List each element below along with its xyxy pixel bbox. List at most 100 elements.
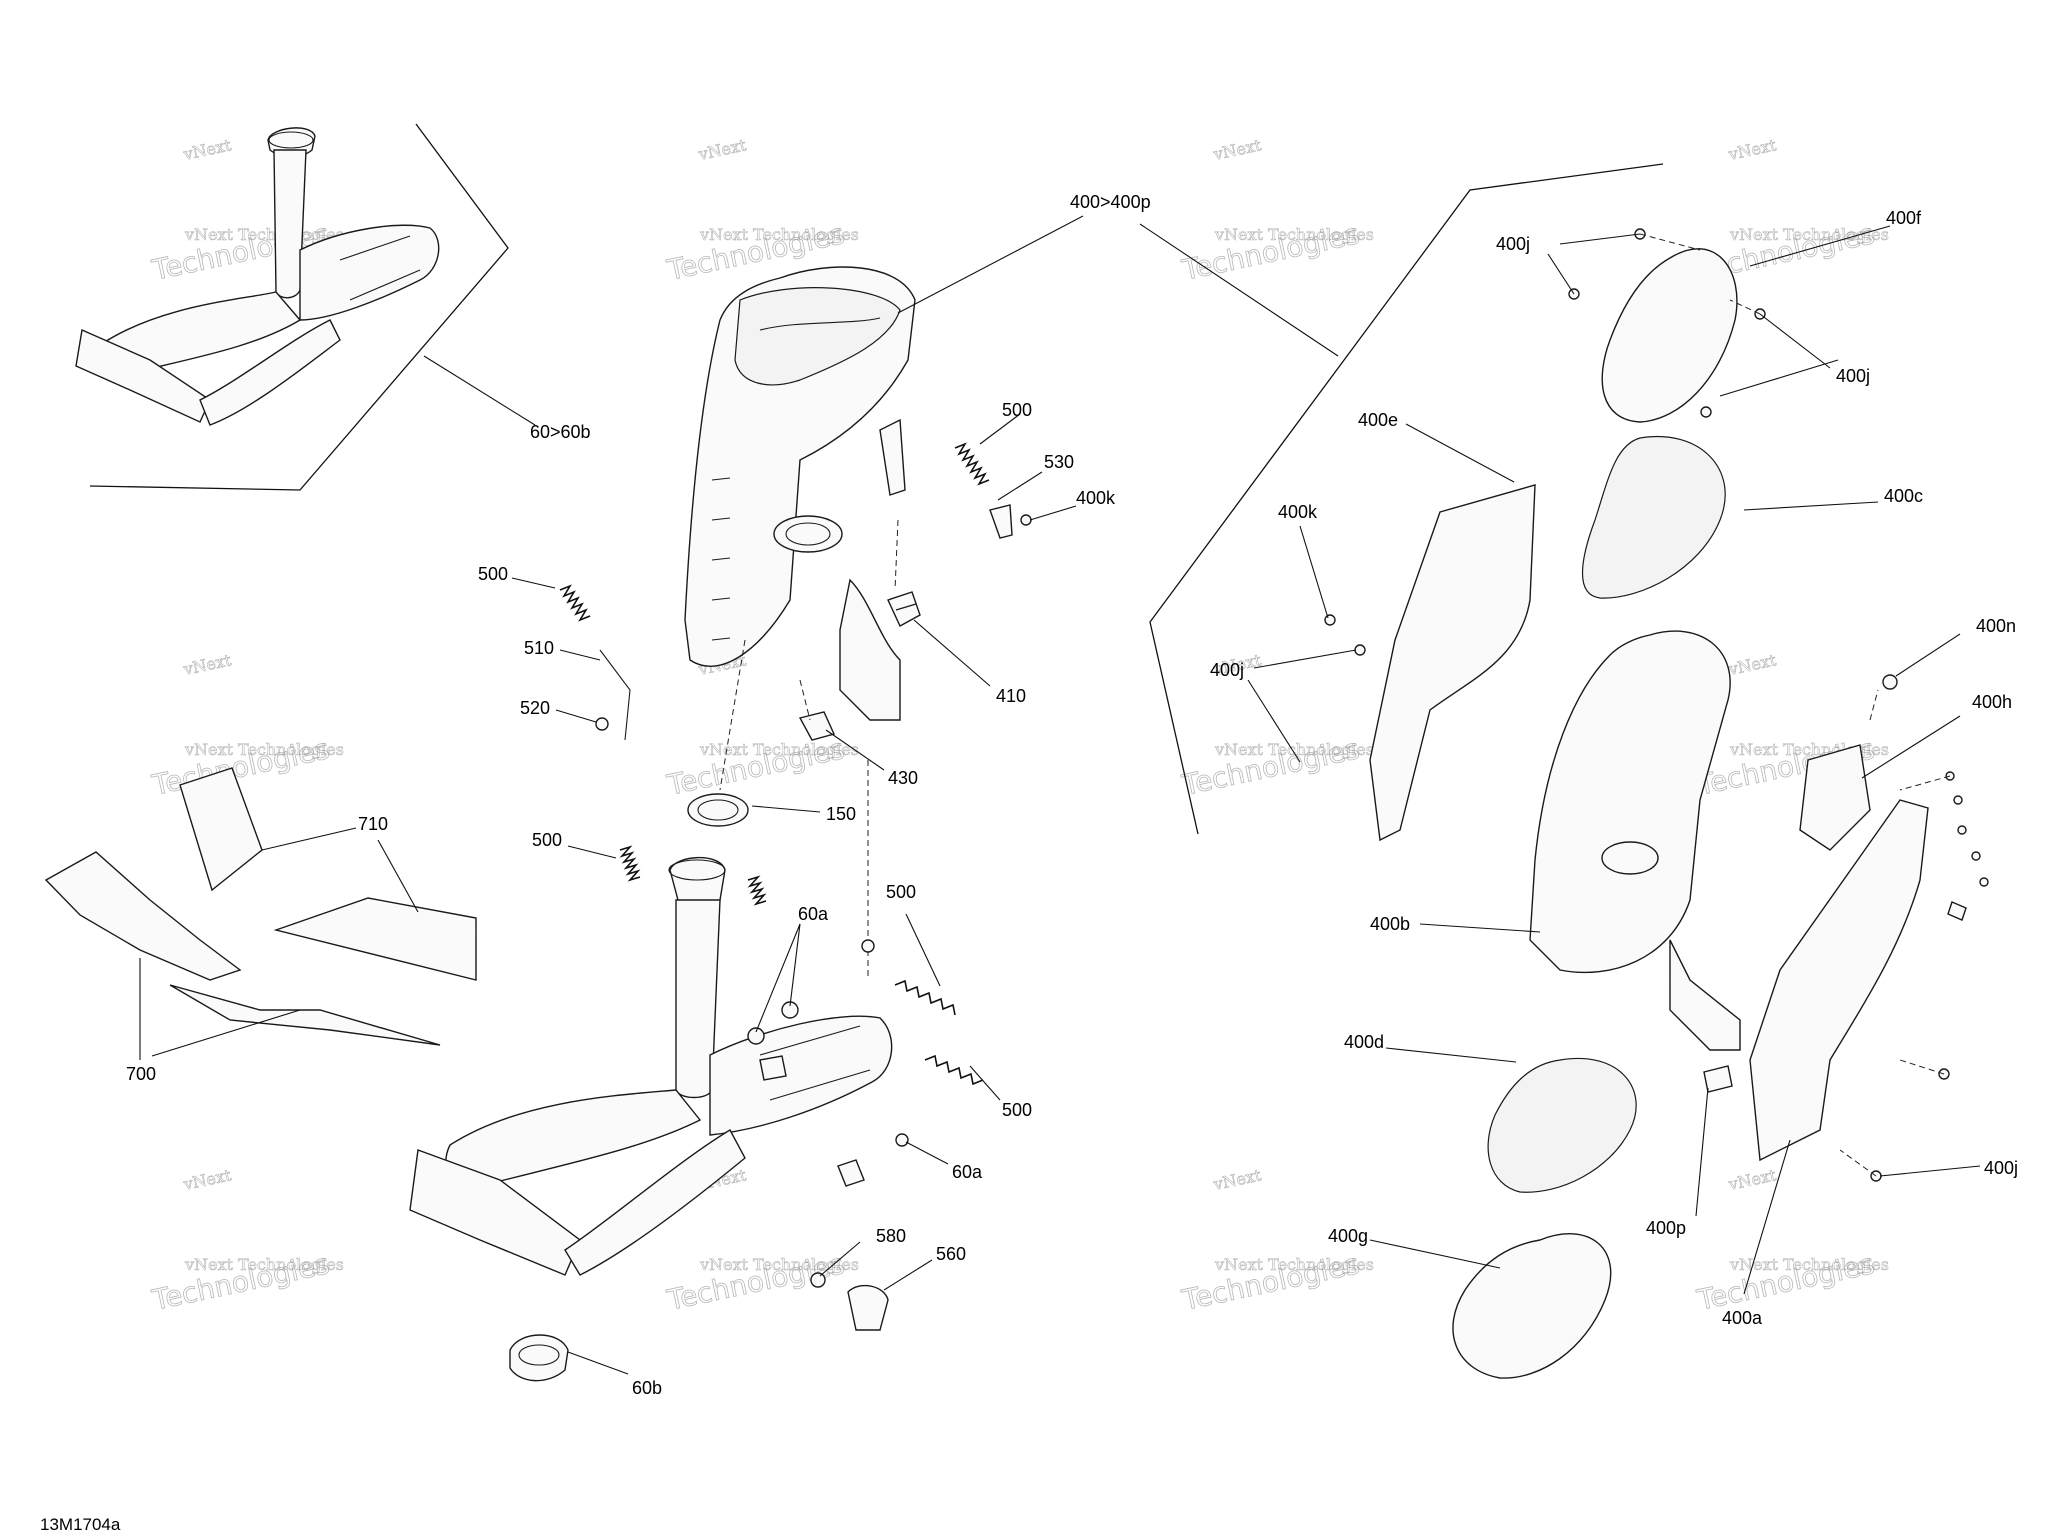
side-shield-400e	[1369, 484, 1536, 842]
callout-400f: 400f	[1886, 208, 1922, 228]
assembly-line	[894, 519, 899, 591]
spring-500	[619, 845, 641, 882]
inner-shield-400c	[1582, 436, 1726, 599]
callout-400e: 400e	[1358, 410, 1398, 430]
spring-500	[894, 979, 956, 1016]
assembly-line	[1899, 775, 1951, 791]
svg-text:vNext Technologies: vNext Technologies	[699, 225, 859, 244]
assembly-line	[719, 639, 746, 791]
clamp-60b	[509, 1334, 569, 1382]
svg-text:vNext Technologies: vNext Technologies	[1214, 225, 1374, 244]
muffler-outlet-400b	[1601, 841, 1659, 875]
watermark: vNext vNext Technologies Technologies	[148, 650, 344, 803]
callout-500: 500	[1002, 1100, 1032, 1120]
callout-560: 560	[936, 1244, 966, 1264]
muffler-assembly	[684, 266, 916, 721]
exhaust-pipe-main	[409, 856, 893, 1276]
watermark: vNext vNext Technologies Technologies	[1178, 135, 1374, 288]
fastener-400j	[1700, 406, 1712, 418]
callout-700: 700	[126, 1064, 156, 1084]
bracket-400h	[1799, 744, 1871, 851]
nut-400k	[1020, 514, 1032, 526]
heat-shield-710-b	[273, 897, 477, 981]
hardware	[509, 504, 1032, 1382]
clip	[1947, 901, 1967, 921]
callout-400b: 400b	[1370, 914, 1410, 934]
muffler-exploded-right	[1324, 228, 1989, 1379]
outer-shield-400a	[1749, 799, 1929, 1162]
callout-400k: 400k	[1076, 488, 1116, 508]
fastener	[1979, 877, 1989, 887]
heat-shield-700-b	[169, 984, 441, 1046]
watermark: vNext vNext Technologies Technologies	[663, 135, 859, 288]
callout-60b: 60b	[632, 1378, 662, 1398]
callout-500: 500	[478, 564, 508, 584]
callout-400g: 400g	[1328, 1226, 1368, 1246]
watermark: vNext vNext Technologies Technologies	[148, 1165, 344, 1318]
rod-510	[599, 649, 631, 741]
grommet-60a	[895, 1133, 909, 1147]
heat-shield-700-a	[44, 851, 242, 981]
callout-530: 530	[1044, 452, 1074, 472]
muffler-body-400b	[1529, 630, 1731, 974]
svg-text:vNext Technologies: vNext Technologies	[1214, 1255, 1374, 1274]
callout-400j: 400j	[1984, 1158, 2018, 1178]
bolt-580	[810, 1272, 826, 1288]
callout-400d: 400d	[1344, 1032, 1384, 1052]
callout-400c: 400c	[1884, 486, 1923, 506]
svg-text:vNext Technologies: vNext Technologies	[1729, 1255, 1889, 1274]
svg-text:vNext: vNext	[181, 135, 233, 164]
callout-510: 510	[524, 638, 554, 658]
inset-frame-top-left	[89, 123, 509, 491]
callout-400a: 400a	[1722, 1308, 1763, 1328]
bracket-530	[989, 504, 1013, 539]
assembly-line	[1639, 233, 1701, 251]
svg-text:vNext: vNext	[696, 135, 748, 164]
bolt-400n	[1882, 674, 1898, 690]
svg-text:vNext Technologies: vNext Technologies	[184, 225, 344, 244]
springs	[559, 442, 990, 1086]
diagram-code: 13M1704a	[40, 1515, 121, 1534]
callout-520: 520	[520, 698, 550, 718]
callout-60a: 60a	[798, 904, 829, 924]
clip-560	[847, 1284, 889, 1331]
callout-400h: 400h	[1972, 692, 2012, 712]
svg-text:vNext Technologies: vNext Technologies	[1729, 225, 1889, 244]
svg-text:vNext Technologies: vNext Technologies	[184, 1255, 344, 1274]
callout-400j: 400j	[1210, 660, 1244, 680]
leader-lines	[139, 215, 1981, 1375]
block	[759, 1055, 787, 1081]
callout-400n: 400n	[1976, 616, 2016, 636]
callout-410: 410	[996, 686, 1026, 706]
callout-580: 580	[876, 1226, 906, 1246]
callout-400k: 400k	[1278, 502, 1318, 522]
svg-text:vNext Technologies: vNext Technologies	[699, 740, 859, 759]
svg-text:vNext: vNext	[1726, 135, 1778, 164]
spring-500	[747, 875, 767, 906]
end-cap-400g	[1452, 1233, 1612, 1379]
assembly-line	[799, 679, 811, 721]
end-cap-400f	[1601, 248, 1738, 423]
svg-text:vNext Technologies: vNext Technologies	[699, 1255, 859, 1274]
callout-400p: 400p	[1646, 1218, 1686, 1238]
callout-400j: 400j	[1496, 234, 1530, 254]
svg-text:vNext: vNext	[181, 1165, 233, 1194]
shield-400d	[1487, 1057, 1637, 1193]
fastener	[1953, 795, 1963, 805]
callout-150: 150	[826, 804, 856, 824]
callout-400j: 400j	[1836, 366, 1870, 386]
callout-500: 500	[532, 830, 562, 850]
assembly-line	[1869, 689, 1879, 721]
spring-500	[559, 584, 591, 622]
callout-430: 430	[888, 768, 918, 788]
assembly-line	[1839, 1149, 1877, 1177]
clamp-60b-inner	[518, 1344, 560, 1366]
svg-text:vNext Technologies: vNext Technologies	[184, 740, 344, 759]
callout-500: 500	[1002, 400, 1032, 420]
svg-text:vNext: vNext	[1726, 1165, 1778, 1194]
grommet-60a	[747, 1027, 765, 1045]
watermark: vNext vNext Technologies Technologies	[1693, 1165, 1889, 1318]
heat-shields-left	[44, 767, 477, 1046]
